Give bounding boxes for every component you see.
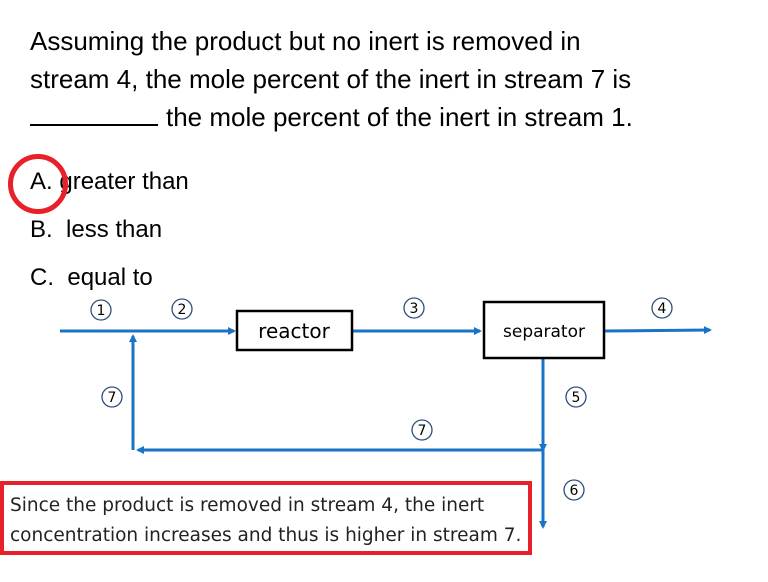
option-text: greater than bbox=[59, 168, 189, 195]
question-line-3: the mole percent of the inert in stream … bbox=[166, 102, 633, 132]
stream-label-2: 2 bbox=[178, 302, 187, 318]
separator-box bbox=[482, 300, 606, 360]
option-b[interactable]: B. less than bbox=[30, 216, 162, 244]
separator-label: separator bbox=[503, 322, 585, 342]
stream-4-line bbox=[603, 326, 712, 335]
stream-label-3: 3 bbox=[410, 301, 419, 317]
option-text: less than bbox=[66, 216, 163, 243]
stream-label-7: 7 bbox=[108, 390, 117, 406]
question-line-1: Assuming the product but no inert is rem… bbox=[30, 26, 581, 56]
selected-answer-circle bbox=[8, 154, 68, 214]
option-letter: B. bbox=[30, 216, 53, 243]
stream-label-4: 4 bbox=[658, 301, 667, 317]
answer-blank bbox=[30, 100, 158, 126]
option-text: equal to bbox=[67, 264, 153, 291]
reactor-label: reactor bbox=[258, 319, 330, 343]
stream-label-5: 5 bbox=[572, 390, 581, 406]
reactor-box bbox=[235, 309, 354, 352]
stream-label-6: 6 bbox=[570, 483, 579, 499]
stream-label-1: 1 bbox=[97, 303, 106, 319]
explanation-box: Since the product is removed in stream 4… bbox=[0, 481, 532, 555]
stream-label-7: 7 bbox=[418, 423, 427, 439]
question-text: Assuming the product but no inert is rem… bbox=[30, 22, 750, 136]
option-c[interactable]: C. equal to bbox=[30, 264, 153, 292]
option-letter: C. bbox=[30, 264, 54, 291]
question-line-2: stream 4, the mole percent of the inert … bbox=[30, 64, 632, 94]
